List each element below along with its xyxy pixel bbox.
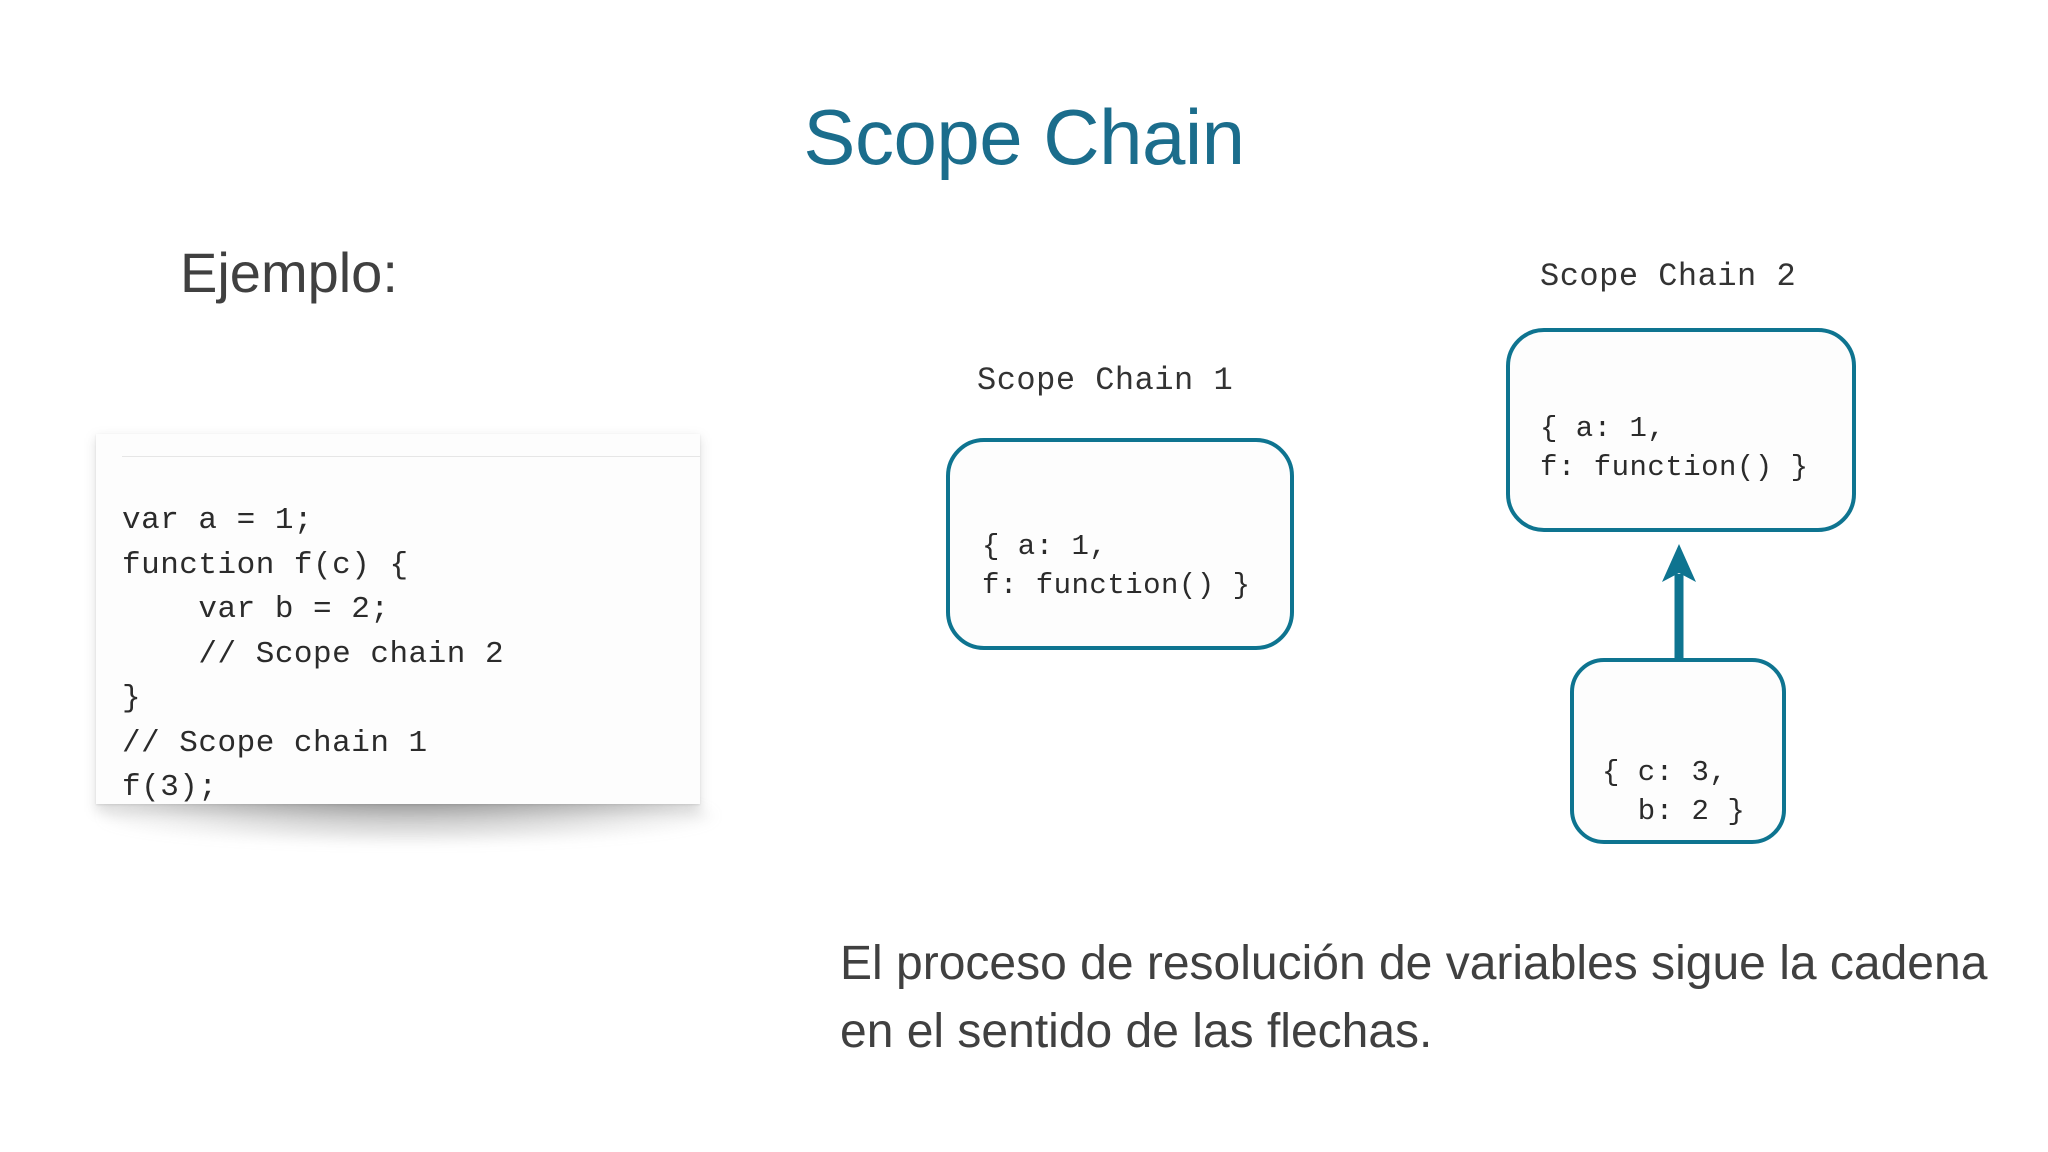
scope-chain-2-inner-box-text: { c: 3, b: 2 }	[1602, 756, 1746, 828]
example-label: Ejemplo:	[180, 241, 398, 304]
scope-chain-1-label: Scope Chain 1	[977, 362, 1234, 399]
scope-chain-1-box: { a: 1, f: function() }	[946, 438, 1294, 650]
scope-chain-2-outer-box: { a: 1, f: function() }	[1506, 328, 1856, 532]
code-card: var a = 1; function f(c) { var b = 2; //…	[96, 434, 700, 805]
up-arrow-icon	[1662, 544, 1696, 670]
scope-chain-2-label: Scope Chain 2	[1540, 258, 1797, 295]
scope-chain-1-box-text: { a: 1, f: function() }	[982, 530, 1251, 602]
scope-chain-2-inner-box: { c: 3, b: 2 }	[1570, 658, 1786, 844]
slide-caption: El proceso de resolución de variables si…	[840, 937, 1988, 1058]
page-title: Scope Chain	[803, 93, 1245, 181]
scope-chain-2-outer-box-text: { a: 1, f: function() }	[1540, 412, 1809, 484]
code-card-divider	[122, 456, 700, 457]
code-card-container: var a = 1; function f(c) { var b = 2; //…	[96, 434, 712, 842]
code-snippet: var a = 1; function f(c) { var b = 2; //…	[122, 503, 505, 805]
